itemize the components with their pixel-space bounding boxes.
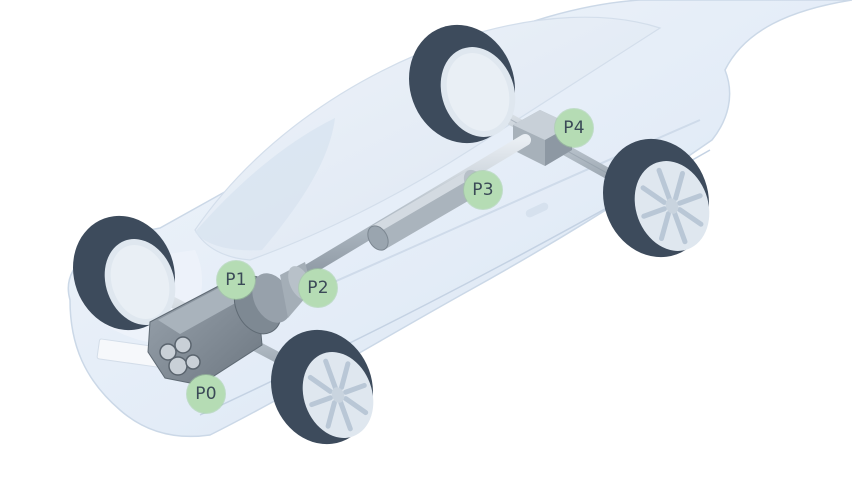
marker-p2-label: P2	[307, 278, 329, 298]
marker-p4-label: P4	[563, 118, 585, 138]
marker-p1: P1	[217, 261, 255, 299]
front-left-wheel	[72, 215, 176, 331]
marker-p1-label: P1	[225, 270, 247, 290]
marker-p0-label: P0	[195, 384, 217, 404]
marker-p3-label: P3	[472, 180, 494, 200]
marker-p0: P0	[187, 375, 225, 413]
rear-left-wheel	[409, 24, 516, 144]
marker-p3: P3	[464, 171, 502, 209]
marker-p4: P4	[555, 109, 593, 147]
front-right-wheel	[270, 329, 374, 445]
rear-right-wheel	[603, 138, 710, 258]
marker-p2: P2	[299, 269, 337, 307]
